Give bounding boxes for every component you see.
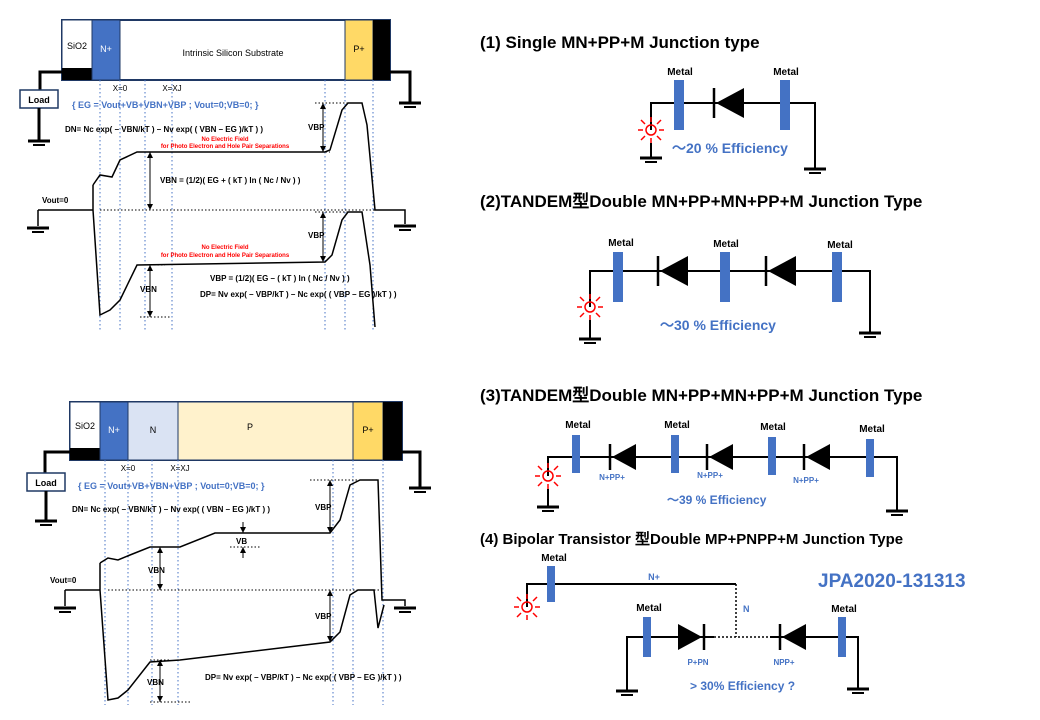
circuit-3-title: (3)TANDEM型Double MN+PP+MN+PP+M Junction … xyxy=(480,385,922,405)
circuit-1: (1) Single MN+PP+M Junction type Metal M… xyxy=(480,33,828,175)
top-sio2-label: SiO2 xyxy=(67,41,87,51)
circuit-3-metal-1 xyxy=(572,435,580,473)
top-no-field-1b: for Photo Electron and Hole Pair Separat… xyxy=(161,144,290,150)
patent-number: JPA2020-131313 xyxy=(818,571,966,592)
bottom-n-region xyxy=(127,401,179,461)
bottom-vout-label: Vout=0 xyxy=(50,576,77,585)
circuit-4-diode-2 xyxy=(782,624,806,650)
top-vbn-equation: VBN = (1/2)( EG + ( kT ) ln ( Nc / Nv ) … xyxy=(160,176,301,185)
circuit-3-metal-label-3: Metal xyxy=(760,422,786,433)
top-vout-label: Vout=0 xyxy=(42,196,69,205)
bottom-dn-equation: DN= Nc exp( – VBN/kT ) – Nv exp( ( VBN –… xyxy=(72,505,270,514)
circuit-4-efficiency: > 30% Efficiency ? xyxy=(690,679,795,693)
circuit-4-metal-2 xyxy=(643,617,651,657)
bottom-load-label: Load xyxy=(35,478,57,488)
circuit-4-metal-label-2: Metal xyxy=(636,603,662,614)
circuit-4-ppn-label: P+PN xyxy=(687,658,708,667)
top-vbp-equation: VBP = (1/2)( EG – ( kT ) ln ( Nc / Nv ) … xyxy=(210,274,350,283)
top-substrate-label: Intrinsic Silicon Substrate xyxy=(182,48,283,58)
circuit-2-metal-label-3: Metal xyxy=(827,240,853,251)
circuit-3: (3)TANDEM型Double MN+PP+MN+PP+M Junction … xyxy=(480,385,922,517)
circuit-2-title: (2)TANDEM型Double MN+PP+MN+PP+M Junction … xyxy=(480,191,922,211)
top-dn-equation: DN= Nc exp( – VBN/kT ) – Nv exp( ( VBN –… xyxy=(65,125,263,134)
bottom-eg-equation: { EG = Vout+VB+VBN+VBP ; Vout=0;VB=0; } xyxy=(78,481,265,491)
bottom-valence-band xyxy=(99,589,385,701)
bottom-p-label: P xyxy=(247,422,253,432)
top-nplus-label: N+ xyxy=(100,44,112,54)
top-vbp-label-1: VBP xyxy=(308,123,325,132)
top-pplus-label: P+ xyxy=(353,44,364,54)
circuit-4-nplus-label: N+ xyxy=(648,572,660,582)
top-load-label: Load xyxy=(28,95,50,105)
circuit-1-title: (1) Single MN+PP+M Junction type xyxy=(480,33,760,52)
top-vbn-label-2: VBN xyxy=(140,285,157,294)
bottom-n-label: N xyxy=(150,425,157,435)
top-device: SiO2 N+ Intrinsic Silicon Substrate P+ X… xyxy=(19,19,423,330)
bottom-xj-label: X=XJ xyxy=(170,464,189,473)
circuit-3-junction-label-3: N+PP+ xyxy=(793,476,819,485)
top-no-field-2a: No Electric Field xyxy=(201,245,248,251)
circuit-2-metal-3 xyxy=(832,252,842,302)
top-eg-equation: { EG = Vout+VB+VBN+VBP ; Vout=0;VB=0; } xyxy=(72,100,259,110)
bottom-vb-label: VB xyxy=(236,537,247,546)
circuit-4-metal-label-1: Metal xyxy=(541,553,567,564)
circuit-1-metal-label-2: Metal xyxy=(773,67,799,78)
top-valence-band xyxy=(92,209,376,328)
circuit-4-metal-1 xyxy=(547,566,555,602)
circuit-3-metal-3 xyxy=(768,437,776,475)
bottom-p-region xyxy=(177,401,354,461)
top-vbp-label-2: VBP xyxy=(308,231,325,240)
top-conduction-band xyxy=(92,102,406,224)
circuit-3-diode-3 xyxy=(806,444,830,470)
bottom-vbp-label-1: VBP xyxy=(315,503,332,512)
bottom-pplus-label: P+ xyxy=(362,425,373,435)
circuit-3-junction-label-1: N+PP+ xyxy=(599,473,625,482)
circuit-2-efficiency: ～30 % Efficiency xyxy=(660,317,776,333)
circuit-3-metal-2 xyxy=(671,435,679,473)
bottom-nplus-region xyxy=(99,401,129,461)
circuit-2-metal-2 xyxy=(720,252,730,302)
bottom-vbn-label-1: VBN xyxy=(148,566,165,575)
bottom-sio2-label: SiO2 xyxy=(75,421,95,431)
circuit-4-diode-1 xyxy=(678,624,702,650)
circuit-3-diode-2 xyxy=(709,444,733,470)
circuit-1-diode xyxy=(716,88,744,118)
circuit-3-metal-4 xyxy=(866,439,874,477)
circuit-3-efficiency: ～39 % Efficiency xyxy=(667,493,767,507)
circuit-3-metal-label-4: Metal xyxy=(859,424,885,435)
circuit-1-metal-2 xyxy=(780,80,790,130)
circuit-4-metal-label-3: Metal xyxy=(831,604,857,615)
bottom-dp-equation: DP= Nv exp( – VBP/kT ) – Nc exp( ( VBP –… xyxy=(205,673,402,682)
circuit-1-metal-1 xyxy=(674,80,684,130)
bottom-device: SiO2 N+ N P P+ X=0 X=XJ Load { EG = Vout… xyxy=(26,401,433,705)
circuit-4-n-label: N xyxy=(743,604,750,614)
circuit-2-metal-label-2: Metal xyxy=(713,239,739,250)
bottom-vbp-label-2: VBP xyxy=(315,612,332,621)
top-dp-equation: DP= Nv exp( – VBP/kT ) – Nc exp( ( VBP –… xyxy=(200,290,397,299)
circuit-3-junction-label-2: N+PP+ xyxy=(697,471,723,480)
circuit-2-metal-label-1: Metal xyxy=(608,238,634,249)
top-nplus-region xyxy=(91,19,121,81)
circuit-2: (2)TANDEM型Double MN+PP+MN+PP+M Junction … xyxy=(480,191,922,345)
circuit-2-diode-2 xyxy=(768,256,796,286)
top-no-field-1a: No Electric Field xyxy=(201,137,248,143)
bottom-pplus-region xyxy=(352,401,384,461)
top-no-field-2b: for Photo Electron and Hole Pair Separat… xyxy=(161,253,290,259)
circuit-4-title: (4) Bipolar Transistor 型Double MP+PNPP+M… xyxy=(480,530,903,548)
circuit-1-metal-label-1: Metal xyxy=(667,67,693,78)
bottom-conduction-band xyxy=(99,479,406,606)
circuit-4: (4) Bipolar Transistor 型Double MP+PNPP+M… xyxy=(480,530,966,697)
circuit-2-diode-1 xyxy=(660,256,688,286)
circuit-1-efficiency: ～20 % Efficiency xyxy=(672,140,788,156)
bottom-nplus-label: N+ xyxy=(108,425,120,435)
circuit-3-diode-1 xyxy=(612,444,636,470)
circuit-3-metal-label-2: Metal xyxy=(664,420,690,431)
circuit-4-npp-label: NPP+ xyxy=(773,658,794,667)
bottom-vbn-label-2: VBN xyxy=(147,678,164,687)
circuit-3-metal-label-1: Metal xyxy=(565,420,591,431)
circuit-4-metal-3 xyxy=(838,617,846,657)
circuit-2-metal-1 xyxy=(613,252,623,302)
